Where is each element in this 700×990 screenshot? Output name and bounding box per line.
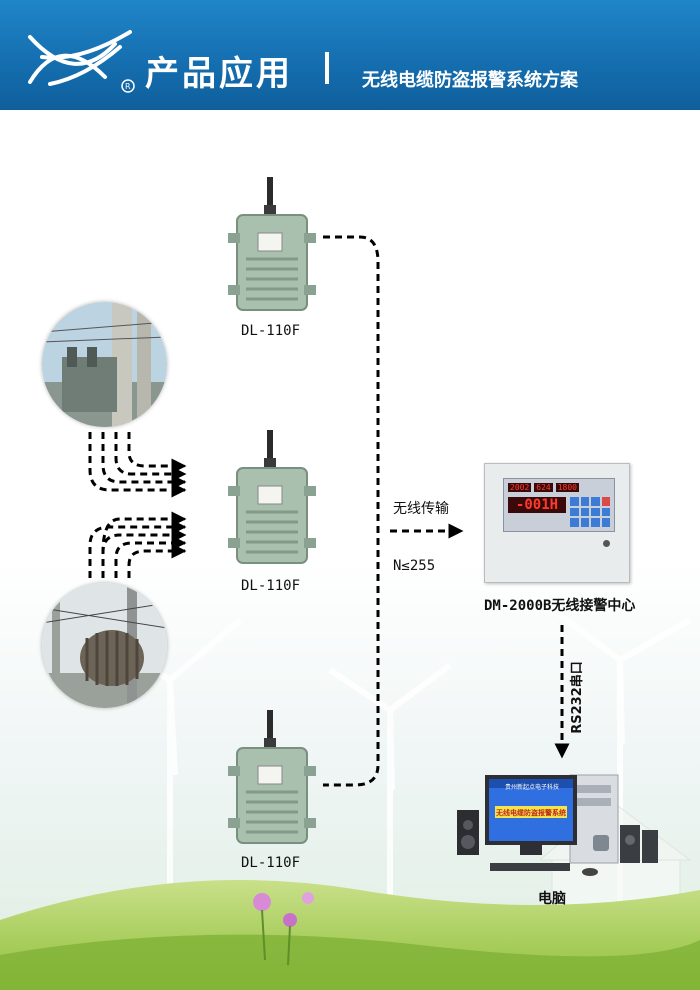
header-divider xyxy=(325,52,329,84)
receiver-display-panel: 2002 624 1800 -001H xyxy=(503,478,615,532)
page-subtitle: 无线电缆防盗报警系统方案 xyxy=(362,70,578,91)
dl110f-device-middle xyxy=(228,430,316,564)
computer-screen-title: 无线电缆防盗报警系统 xyxy=(496,809,566,817)
display-value-1: 2002 xyxy=(508,483,532,492)
wireless-link-label: 无线传输 xyxy=(393,501,449,517)
node-capacity-label: N≤255 xyxy=(393,558,436,574)
receiver-panel: 2002 624 1800 -001H xyxy=(484,463,630,583)
company-logo: R xyxy=(28,30,135,93)
key-lock-icon xyxy=(603,540,610,547)
page-title: 产品应用 xyxy=(145,54,293,94)
rs232-label: RS232串口 xyxy=(570,661,585,734)
device-label-top: DL-110F xyxy=(241,323,301,339)
display-main-value: -001H xyxy=(508,497,566,513)
svg-text:R: R xyxy=(125,82,131,91)
transformer-photo-bottom xyxy=(42,583,167,708)
receiver-label: DM-2000B无线接警中心 xyxy=(484,598,636,614)
dl110f-device-bottom xyxy=(228,710,316,844)
keypad xyxy=(570,497,610,527)
computer-label: 电脑 xyxy=(538,891,566,907)
transformer-photo-top xyxy=(42,302,167,427)
device-label-bottom: DL-110F xyxy=(241,855,301,871)
dl110f-device-top xyxy=(228,177,316,311)
display-value-2: 624 xyxy=(534,483,553,492)
page-header: R 产品应用 无线电缆防盗报警系统方案 xyxy=(0,0,700,110)
device-label-middle: DL-110F xyxy=(241,578,301,594)
display-value-3: 1800 xyxy=(555,483,579,492)
computer-screen-header: 贵州新起点电子科技 xyxy=(504,784,559,791)
computer-illustration xyxy=(457,774,658,876)
